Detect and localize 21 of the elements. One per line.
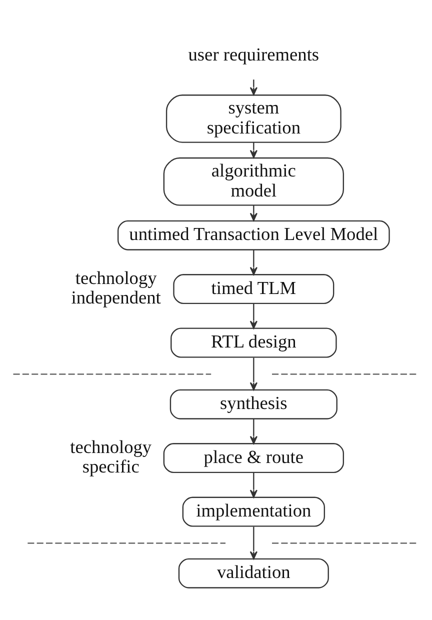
arrow [250,142,258,158]
node-box: system specification [166,94,342,143]
label: technology specific [70,437,152,477]
arrow [250,526,258,560]
arrow [250,80,258,96]
node-box: place & route [163,443,344,474]
node-box: algorithmic model [163,157,344,206]
node-box: validation [178,558,329,588]
node-box: timed TLM [173,274,334,304]
arrow [250,358,258,390]
arrow [250,205,258,222]
node-box: implementation [182,496,325,527]
node-box: synthesis [170,389,338,420]
arrow [250,250,258,276]
label: technology independent [71,268,161,308]
arrow [250,419,258,444]
node-text: user requirements [188,44,320,65]
node-box: untimed Transaction Level Model [117,220,390,250]
node-box: RTL design [170,328,337,358]
arrow [250,472,258,498]
arrow [250,304,258,329]
